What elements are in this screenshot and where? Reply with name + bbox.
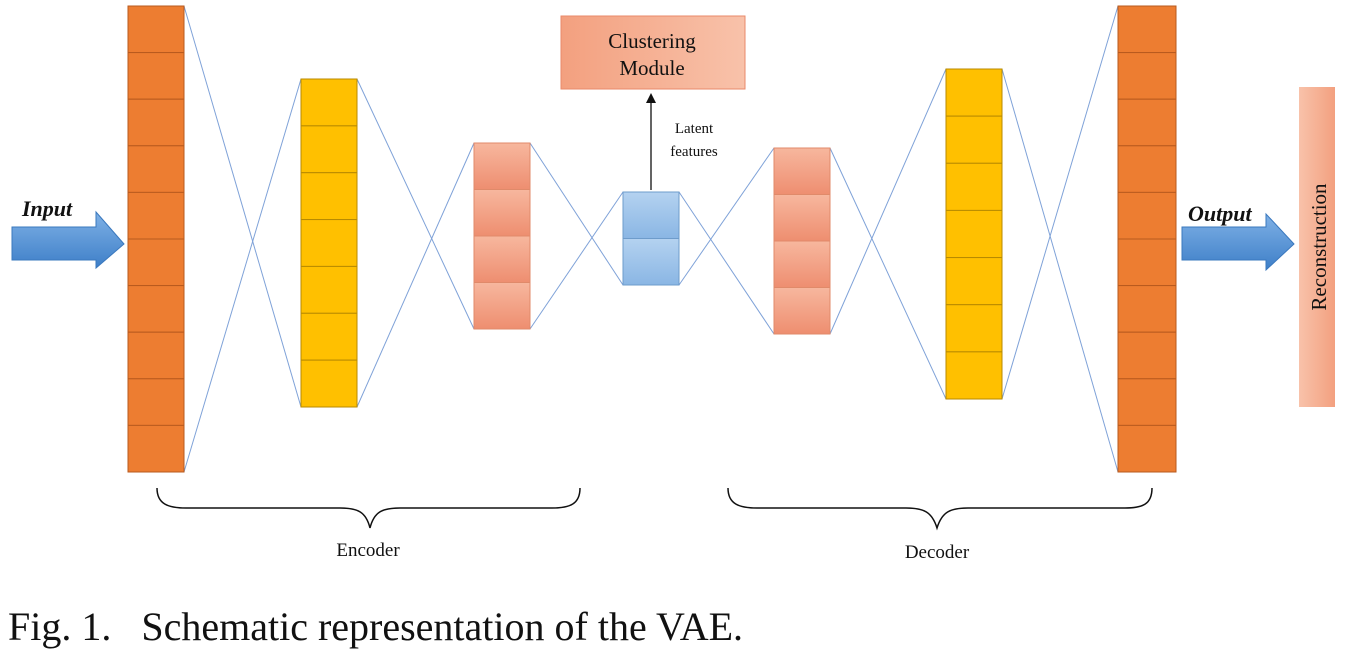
layer-cell [945,162,1003,211]
layer-cell [300,219,358,267]
layer-cell [473,189,531,237]
layer-cell [300,265,358,314]
layer-cell [300,172,358,221]
input-arrow-icon [11,210,125,270]
layer-cell [127,52,185,100]
clustering-module-box [560,15,746,90]
network-layers [127,5,1177,473]
layer-cell [773,194,831,242]
arrowhead-up-icon [646,93,656,103]
layer-cell [1117,285,1177,333]
layer-cell [773,147,831,195]
layer-decoder-hidden-2 [945,68,1003,400]
layer-cell [945,68,1003,117]
layer-cell [127,424,185,473]
connection-line [183,5,302,408]
layer-cell [127,98,185,147]
layer-encoder-hidden-2 [473,142,531,330]
connection-line [356,142,475,408]
layer-cell [300,312,358,361]
layer-cell [473,142,531,190]
layer-cell [773,240,831,288]
clustering-label-line1: Clustering [608,29,696,53]
layer-cell [127,285,185,333]
layer-encoder-hidden-1 [300,78,358,408]
layer-cell [945,304,1003,353]
layer-cell [622,238,680,286]
connection-line [829,147,947,400]
layer-cell [1117,98,1177,147]
output-arrow-icon [1181,212,1295,272]
layer-cell [945,257,1003,306]
decoder-brace [727,487,1153,531]
layer-cell [622,191,680,239]
layer-cell [1117,238,1177,287]
connection-line [529,191,624,330]
connection-line [356,78,475,330]
output-label: Output [1188,201,1252,226]
decoder-label: Decoder [905,542,970,563]
layer-cell [1117,145,1177,193]
connection-line [829,68,947,335]
reconstruction-label: Reconstruction [1307,183,1331,311]
layer-cell [127,191,185,240]
layer-cell [1117,5,1177,54]
connection-line [678,147,775,286]
layer-cell [473,282,531,330]
layer-cell [300,78,358,127]
layer-cell [1117,191,1177,240]
layer-decoder-output [1117,5,1177,473]
reconstruction-box [1299,87,1335,407]
connection-line [678,191,775,335]
latent-label-line2: features [670,144,718,160]
input-label: Input [21,196,73,221]
layer-connections [183,5,1119,473]
connection-line [1001,68,1119,473]
layer-cell [945,209,1003,259]
layer-encoder-input [127,5,185,473]
caption-text: Schematic representation of the VAE. [141,604,744,649]
latent-label-line1: Latent [675,121,714,137]
layer-cell [773,287,831,335]
encoder-brace [156,487,581,529]
connection-line [1001,5,1119,400]
layer-cell [127,331,185,380]
layer-cell [1117,52,1177,100]
layer-cell [300,125,358,174]
layer-cell [945,351,1003,400]
connection-line [183,78,302,473]
layer-cell [1117,331,1177,380]
layer-cell [945,115,1003,164]
connection-line [529,142,624,286]
figure-caption: Fig. 1. Schematic representation of the … [8,603,743,650]
layer-cell [473,235,531,283]
layer-cell [1117,378,1177,426]
layer-cell [127,238,185,287]
layer-cell [127,378,185,426]
encoder-label: Encoder [336,540,400,561]
layer-cell [127,5,185,54]
layer-cell [1117,424,1177,473]
layer-decoder-hidden-1 [773,147,831,335]
caption-prefix: Fig. 1. [8,604,112,649]
layer-cell [127,145,185,193]
clustering-label-line2: Module [619,56,684,80]
layer-cell [300,359,358,408]
layer-latent [622,191,680,286]
